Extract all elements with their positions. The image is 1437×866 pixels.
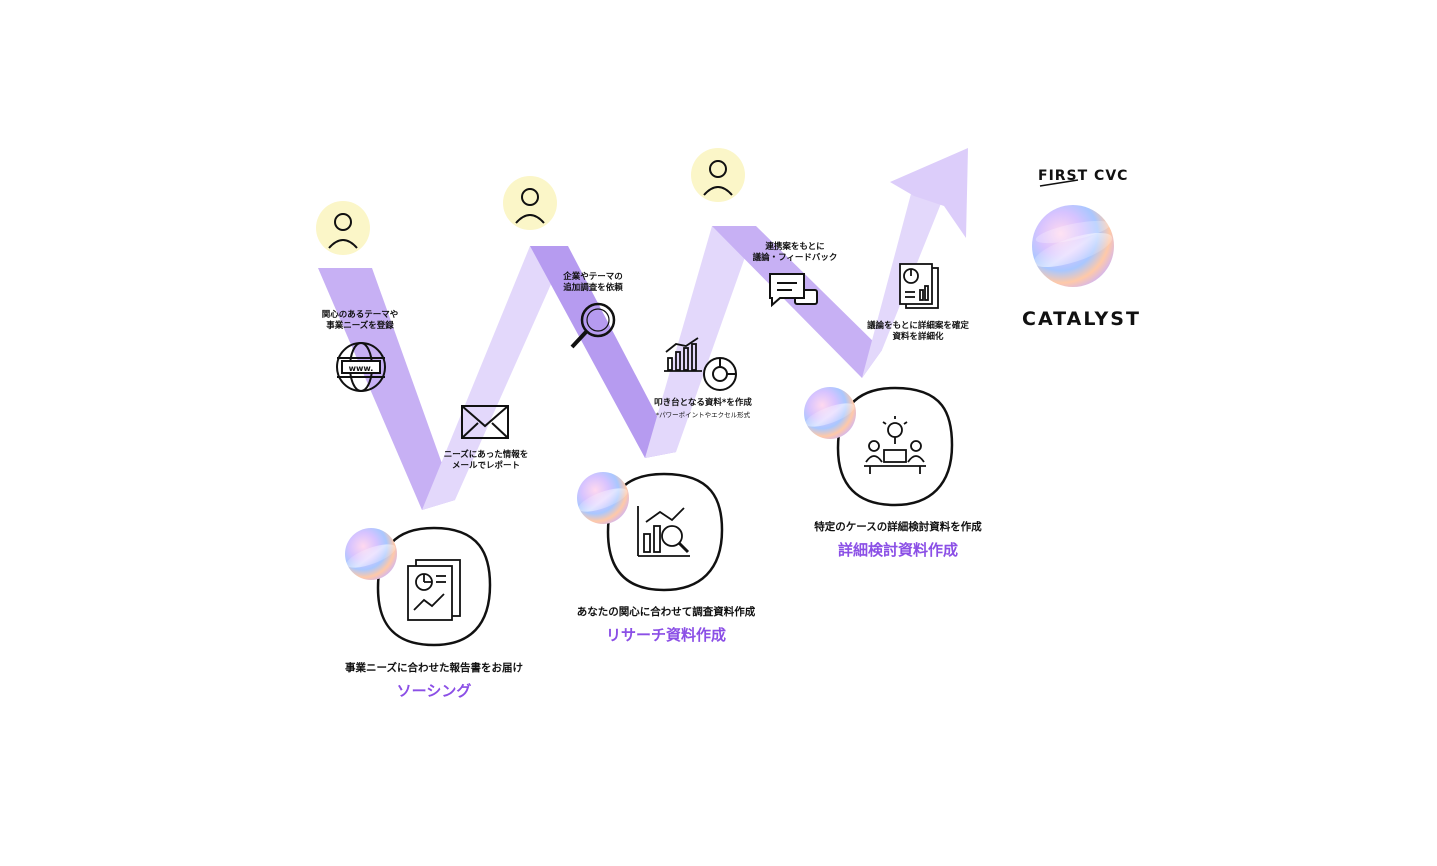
svg-text:www.: www. [349, 364, 374, 373]
catalyst-logo-orb [1032, 205, 1114, 287]
chat-icon [769, 273, 818, 308]
document-chart-icon [407, 559, 461, 621]
detail-bubble [804, 386, 954, 507]
globe-icon: www. [336, 342, 386, 392]
research-chart-icon [637, 506, 690, 557]
mail-icon [461, 405, 509, 439]
detail-title: 詳細検討資料作成 [837, 541, 958, 559]
meeting-idea-icon [864, 416, 926, 474]
donut-chart-icon [703, 357, 737, 391]
research-title: リサーチ資料作成 [605, 626, 726, 644]
brand-first-cvc: FIRST CVC [1038, 168, 1129, 184]
brand-catalyst: CATALYST [1022, 308, 1141, 330]
step-request-label: 企業やテーマの 追加調査を依頼 [563, 272, 623, 294]
bar-chart-icon [664, 337, 702, 372]
sourcing-bubble [345, 526, 492, 647]
magnifier-icon [570, 302, 616, 349]
detail-description: 特定のケースの詳細検討資料を作成 [814, 521, 982, 533]
user-icon [316, 201, 370, 255]
research-description: あなたの関心に合わせて調査資料作成 [576, 606, 756, 618]
step-create-base-label: 叩き台となる資料*を作成 [654, 398, 752, 408]
step-feedback-label: 連携案をもとに 議論・フィードバック [752, 242, 838, 264]
step-finalize-label: 議論をもとに詳細案を確定 資料を詳細化 [867, 321, 969, 343]
step-create-base-note: *パワーポイントやエクセル形式 [655, 411, 751, 419]
report-icon [899, 263, 939, 309]
sourcing-description: 事業ニーズに合わせた報告書をお届け [345, 662, 523, 674]
sourcing-title: ソーシング [396, 682, 472, 700]
step-register-label: 関心のあるテーマや 事業ニーズを登録 [321, 310, 399, 332]
user-icon [691, 148, 745, 202]
user-icon [503, 176, 557, 230]
brand-underline [1039, 179, 1079, 187]
ribbon-arrowhead [890, 148, 968, 238]
research-bubble [577, 472, 724, 592]
step-mail-report-label: ニーズにあった情報を メールでレポート [443, 450, 529, 472]
